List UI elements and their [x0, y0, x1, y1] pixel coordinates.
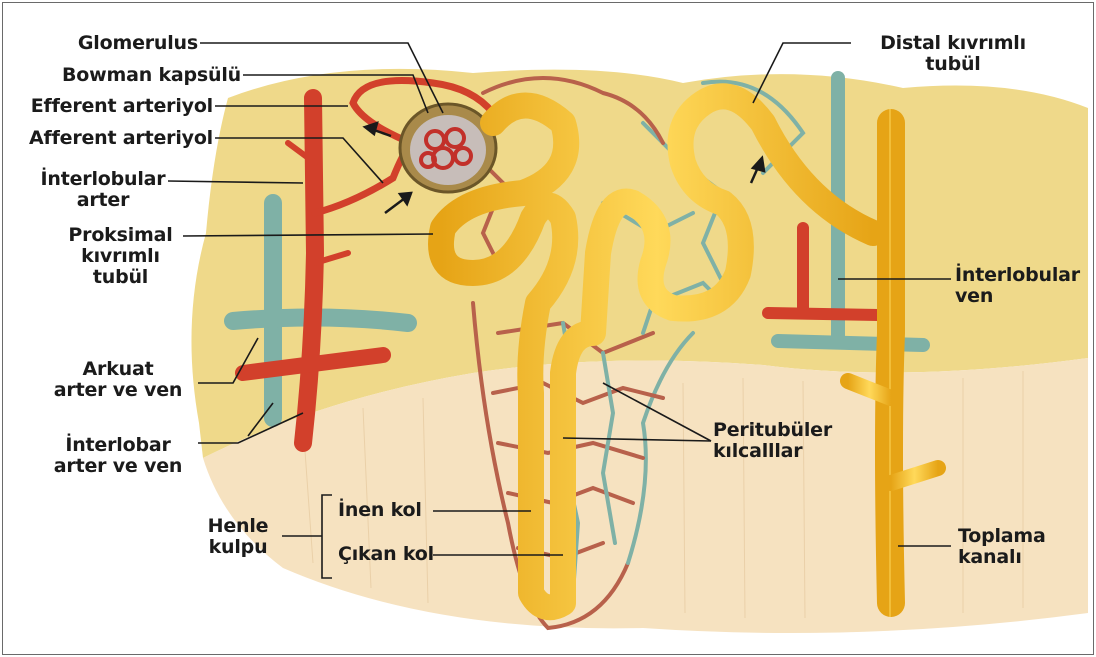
- label-line: kulpu: [193, 537, 283, 558]
- label-line: İnterlobular: [38, 169, 168, 190]
- label-interlobular-ven: İnterlobular ven: [955, 265, 1080, 307]
- label-proksimal-tubul: Proksimal kıvrımlı tubül: [58, 225, 183, 288]
- label-cikan-kol: Çıkan kol: [338, 544, 434, 565]
- label-efferent-arteriyol: Efferent arteriyol: [8, 96, 213, 117]
- label-distal-tubul: Distal kıvrımlı tubül: [858, 33, 1048, 75]
- label-toplama-kanali: Toplama kanalı: [958, 526, 1046, 568]
- label-inen-kol: İnen kol: [338, 500, 422, 521]
- label-glomerulus: Glomerulus: [23, 33, 198, 54]
- label-line: arter ve ven: [43, 380, 193, 401]
- label-arkuat-arter-ven: Arkuat arter ve ven: [43, 359, 193, 401]
- label-line: tubül: [58, 267, 183, 288]
- label-line: Distal kıvrımlı: [858, 33, 1048, 54]
- label-line: Henle: [193, 516, 283, 537]
- label-line: arter ve ven: [43, 456, 193, 477]
- label-line: Peritubüler: [713, 420, 832, 441]
- label-line: Arkuat: [43, 359, 193, 380]
- label-line: ven: [955, 286, 1080, 307]
- label-line: Toplama: [958, 526, 1046, 547]
- label-line: İnterlobular: [955, 265, 1080, 286]
- label-afferent-arteriyol: Afferent arteriyol: [8, 128, 213, 149]
- label-line: arter: [38, 190, 168, 211]
- label-line: İnterlobar: [43, 435, 193, 456]
- label-interlobular-arter: İnterlobular arter: [38, 169, 168, 211]
- label-line: kılcalllar: [713, 441, 832, 462]
- label-line: kanalı: [958, 547, 1046, 568]
- label-line: Proksimal: [58, 225, 183, 246]
- label-bowman-kapsulu: Bowman kapsülü: [23, 65, 241, 86]
- label-interlobar-arter-ven: İnterlobar arter ve ven: [43, 435, 193, 477]
- label-henle-kulpu: Henle kulpu: [193, 516, 283, 558]
- label-line: kıvrımlı: [58, 246, 183, 267]
- label-peritubuler-kilcallar: Peritubüler kılcalllar: [713, 420, 832, 462]
- label-line: tubül: [858, 54, 1048, 75]
